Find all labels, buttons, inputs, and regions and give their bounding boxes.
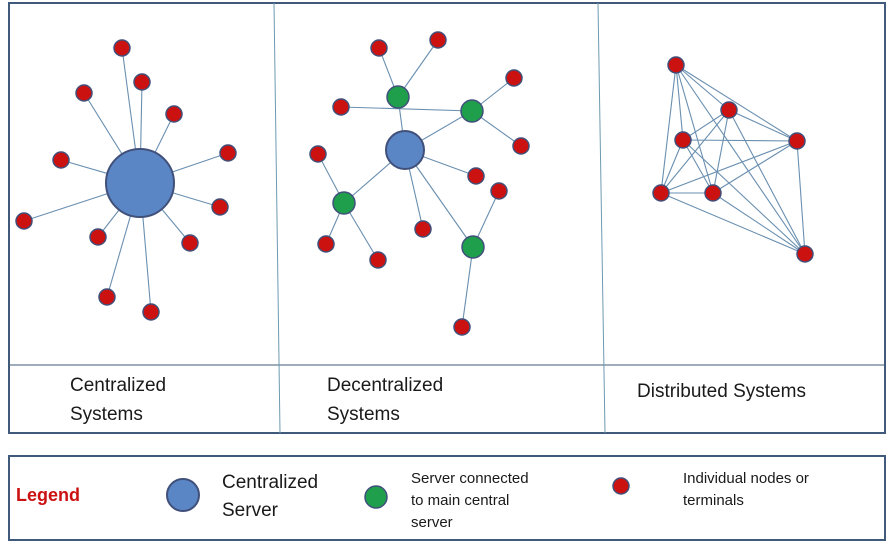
terminal-node-c4 [165, 105, 183, 123]
legend-node-label: Individual nodes or terminals [683, 470, 809, 509]
legend-sub-server-label: Server connected to main central server [411, 470, 529, 531]
terminal-node-d3 [505, 69, 523, 87]
panel-divider-1 [273, 2, 281, 434]
terminal-node-e2 [720, 101, 738, 119]
terminal-node-c3 [75, 84, 93, 102]
link-e1-e4 [675, 64, 798, 142]
terminal-node-c6 [219, 144, 237, 162]
panel-divider-2 [597, 2, 606, 434]
legend-frame [8, 455, 886, 541]
legend-title: Legend [16, 485, 81, 505]
sub-server-s3 [332, 191, 356, 215]
link-e3-e5 [660, 139, 684, 194]
terminal-node-d11 [369, 251, 387, 269]
central-server-c_hub [105, 148, 175, 218]
network-nodes [15, 31, 814, 336]
link-s4-d12 [461, 246, 474, 328]
terminal-node-d4 [332, 98, 350, 116]
terminal-node-d12 [453, 318, 471, 336]
terminal-node-c10 [181, 234, 199, 252]
link-e1-e7 [675, 64, 806, 255]
terminal-node-d6 [309, 145, 327, 163]
legend-central-server-symbol [166, 478, 200, 512]
link-e2-e3 [682, 109, 730, 141]
link-e6-e7 [712, 192, 806, 255]
terminal-node-d7 [467, 167, 485, 185]
terminal-node-e1 [667, 56, 685, 74]
terminal-node-c1 [113, 39, 131, 57]
terminal-node-d1 [370, 39, 388, 57]
terminal-node-e7 [796, 245, 814, 263]
terminal-node-e6 [704, 184, 722, 202]
caption-centralized: Centralized Systems [70, 375, 167, 425]
terminal-node-c5 [52, 151, 70, 169]
legend-node-symbol [612, 477, 630, 495]
terminal-node-c9 [89, 228, 107, 246]
link-e4-e5 [660, 140, 798, 194]
diagram-frame [8, 2, 886, 434]
terminal-node-e4 [788, 132, 806, 150]
link-e1-e6 [675, 64, 714, 194]
terminal-node-e5 [652, 184, 670, 202]
terminal-node-c2 [133, 73, 151, 91]
terminal-node-c8 [15, 212, 33, 230]
sub-server-s4 [461, 235, 485, 259]
link-e1-e5 [660, 64, 677, 194]
terminal-node-d5 [512, 137, 530, 155]
terminal-node-d10 [317, 235, 335, 253]
terminal-node-c7 [211, 198, 229, 216]
link-e2-e6 [712, 109, 730, 194]
terminal-node-e3 [674, 131, 692, 149]
terminal-node-c12 [142, 303, 160, 321]
link-e2-e7 [728, 109, 806, 255]
link-s2-d4 [340, 106, 473, 112]
terminal-node-c11 [98, 288, 116, 306]
link-e4-e6 [712, 140, 798, 194]
legend-central-server-label: Centralized Server [222, 472, 319, 521]
link-e3-e4 [682, 139, 798, 142]
terminal-node-d8 [490, 182, 508, 200]
link-e1-e3 [675, 64, 684, 141]
link-e3-e6 [682, 139, 714, 194]
sub-server-s1 [386, 85, 410, 109]
link-e2-e4 [728, 109, 798, 142]
terminal-node-d2 [429, 31, 447, 49]
link-e4-e7 [796, 140, 806, 255]
terminal-node-d9 [414, 220, 432, 238]
link-e3-e7 [682, 139, 806, 255]
caption-decentralized: Decentralized Systems [327, 375, 444, 425]
link-e5-e7 [660, 192, 806, 255]
sub-server-s2 [460, 99, 484, 123]
central-server-d_hub [385, 130, 425, 170]
legend-sub-server-symbol [364, 485, 388, 509]
link-e1-e2 [675, 64, 730, 111]
caption-distributed: Distributed Systems [637, 381, 806, 402]
